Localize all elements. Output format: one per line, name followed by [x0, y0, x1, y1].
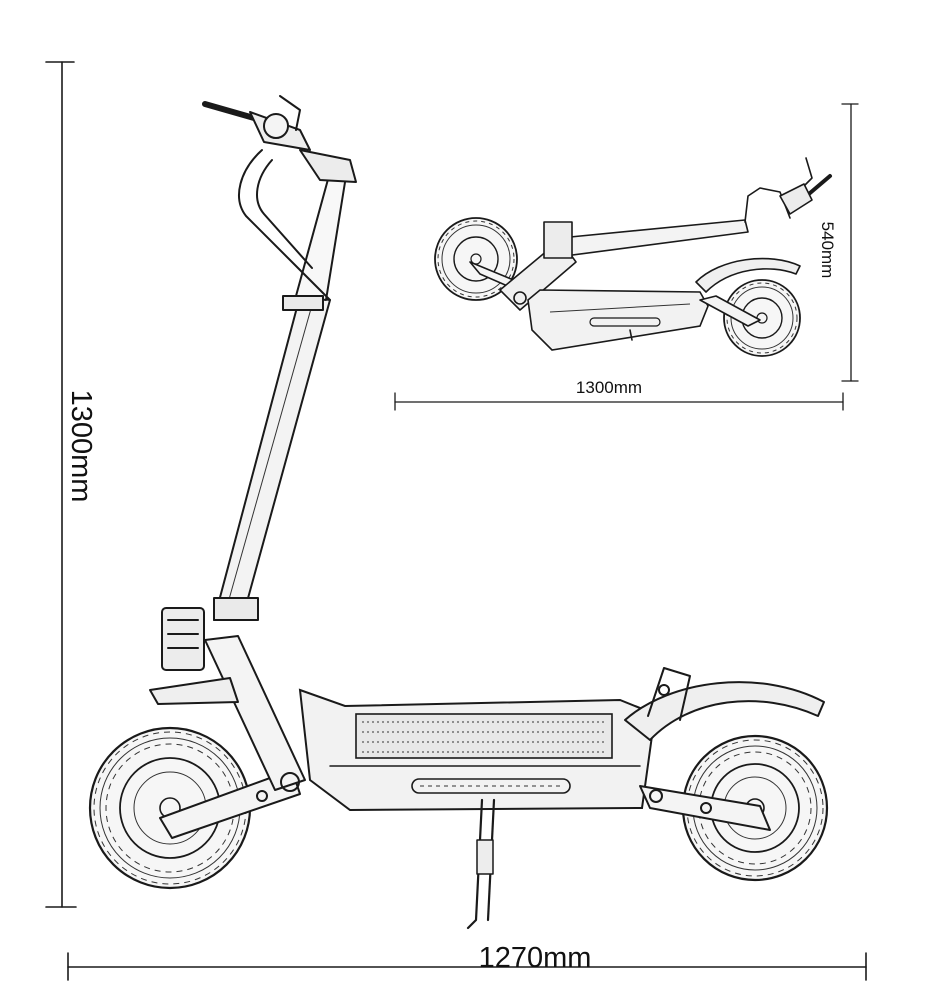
unfolded-scooter-illustration: [88, 95, 829, 930]
folded-stem: [559, 157, 832, 257]
deck: [298, 688, 657, 812]
folded-length-dimension-line: [394, 392, 844, 411]
rear-fender: [624, 667, 825, 741]
dimension-lines: [45, 61, 867, 981]
steering-stem: [213, 171, 347, 621]
front-wheel: [88, 726, 252, 890]
folded-length-label: 1300mm: [576, 378, 642, 397]
folded-front-suspension: [469, 221, 577, 311]
folded-height-label: 540mm: [818, 222, 837, 279]
length-label: 1270mm: [479, 942, 592, 974]
height-dimension-line: [45, 61, 77, 908]
folded-rear-wheel: [723, 279, 801, 357]
length-dimension-line: [67, 952, 867, 981]
handlebar: [202, 95, 357, 301]
folded-height-dimension-line: [841, 103, 859, 382]
rear-swing-arm: [639, 785, 771, 831]
kickstand: [466, 798, 496, 930]
height-label: 1300mm: [65, 390, 97, 503]
folded-deck: [527, 289, 709, 351]
folded-scooter-illustration: [434, 157, 832, 357]
front-suspension: [149, 607, 306, 839]
folded-rear-fender: [695, 257, 801, 327]
